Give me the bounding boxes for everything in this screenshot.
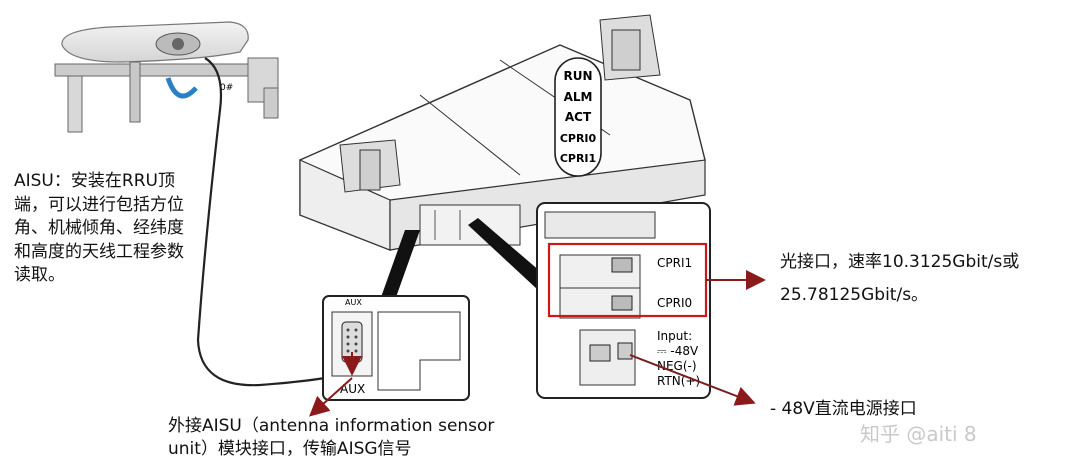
aisu-device: 0# [54, 21, 279, 133]
power-arrow [629, 354, 756, 406]
aux-bottom-label: AUX [340, 382, 365, 396]
indicator-cpri1: CPRI1 [560, 152, 596, 165]
indicator-panel: RUN ALM ACT CPRI0 CPRI1 [554, 57, 602, 177]
cable-tag: 0# [220, 83, 233, 93]
aisu-description: AISU：安装在RRU顶端，可以进行包括方位角、机械倾角、经纬度和高度的天线工程… [14, 171, 184, 285]
cpri1-label: CPRI1 [657, 256, 692, 270]
aux-line-2: unit）模块接口，传输AISG信号 [168, 439, 412, 459]
input-label: Input: [657, 329, 692, 343]
indicator-cpri0: CPRI0 [560, 132, 597, 145]
voltage-label: ⎓ -48V [657, 344, 699, 358]
neg-label: NEG(-) [657, 359, 697, 373]
watermark: 知乎 @aiti 8 [860, 422, 977, 446]
aux-interface-description: 外接AISU（antenna information sensor unit）模… [168, 415, 588, 461]
aisu-cable [196, 57, 326, 387]
aux-line-1: 外接AISU（antenna information sensor [168, 416, 495, 436]
ports-zoom-wedge [468, 218, 548, 290]
aux-arrow [309, 377, 353, 417]
aux-inset: AUX AUX [322, 295, 470, 401]
optical-line-1: 光接口，速率10.3125Gbit/s或 [780, 252, 1020, 272]
aux-top-label: AUX [345, 298, 362, 307]
optical-interface-description: 光接口，速率10.3125Gbit/s或 25.78125Gbit/s。 [780, 246, 1080, 312]
power-interface-description: - 48V直流电源接口 [770, 399, 917, 419]
cpri0-label: CPRI0 [657, 296, 692, 310]
indicator-act: ACT [565, 110, 592, 124]
optical-line-2: 25.78125Gbit/s。 [780, 285, 929, 305]
aux-zoom-wedge [380, 230, 420, 300]
indicator-run: RUN [563, 69, 592, 83]
ports-inset: CPRI1 CPRI0 Input: ⎓ -48V NEG(-) RTN(+) [536, 202, 711, 399]
indicator-alm: ALM [564, 90, 593, 104]
rtn-label: RTN(+) [657, 374, 700, 388]
